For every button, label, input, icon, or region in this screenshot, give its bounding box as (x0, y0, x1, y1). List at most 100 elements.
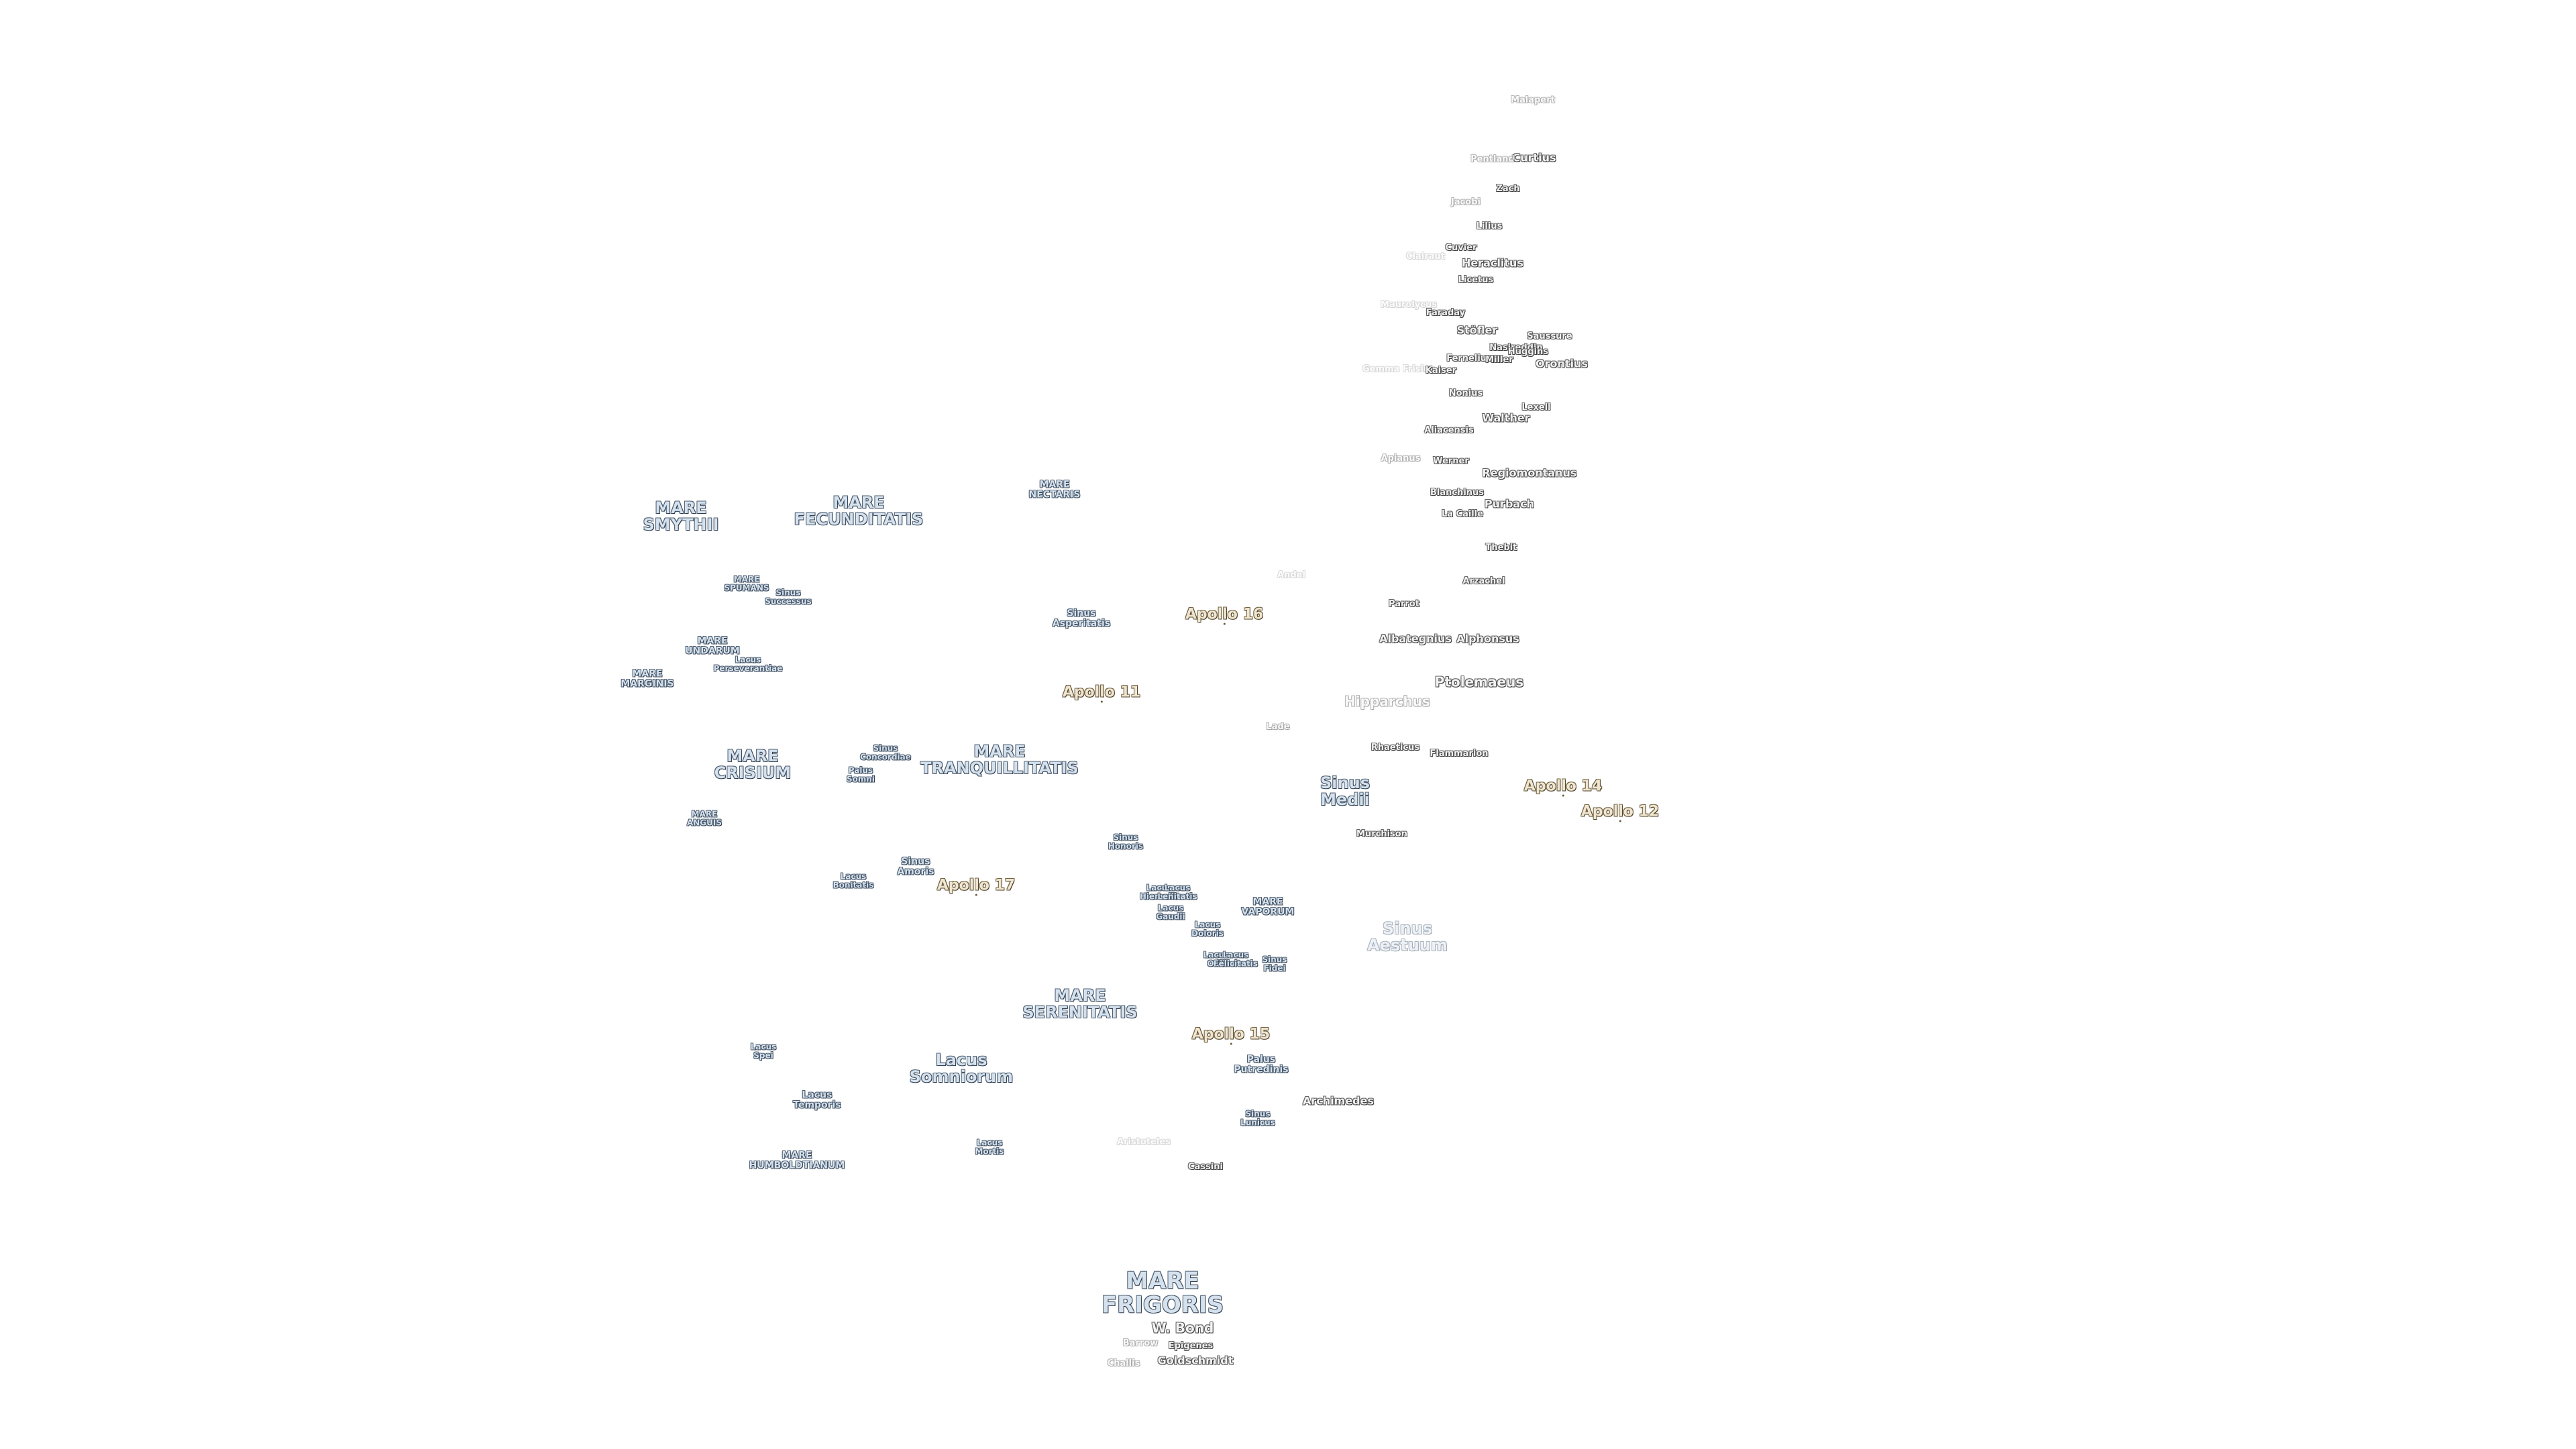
mare-label-line: UNDARUM (685, 645, 740, 656)
crater-label-malapert: Malapert (1511, 95, 1555, 106)
mare-label-line: MARE (655, 498, 707, 517)
mare-label-line: Somniorum (909, 1067, 1014, 1086)
mare-label-line: Sinus (1320, 773, 1370, 792)
mare-label-line: TRANQUILLITATIS (920, 759, 1079, 777)
mare-label-line: Aestuum (1367, 936, 1448, 955)
mare-label-line: Concordiae (860, 752, 911, 761)
landing-site-apollo-17[interactable]: Apollo 17 (937, 877, 1015, 896)
mare-label-line: Hiemalis (1139, 892, 1179, 901)
crater-label-blanchinus: Blanchinus (1430, 488, 1485, 498)
crater-label-jacobi: Jacobi (1450, 197, 1481, 208)
crater-label-pentland: Pentland (1470, 154, 1515, 165)
crater-label-rhaeticus: Rhaeticus (1371, 743, 1420, 753)
mare-label-line: Palus (1246, 1054, 1276, 1065)
mare-label-line: Lunicus (1240, 1118, 1275, 1127)
mare-label-line: Medii (1320, 790, 1370, 809)
landing-site-apollo-16[interactable]: Apollo 16 (1185, 606, 1263, 625)
mare-label-line: SERENITATIS (1022, 1003, 1138, 1022)
mare-label-line: Temporis (793, 1099, 841, 1110)
mare-label-line: Successus (765, 596, 812, 606)
landing-site-label: Apollo 16 (1185, 606, 1264, 623)
crater-label-archimedes: Archimedes (1303, 1094, 1374, 1108)
crater-label-werner: Werner (1433, 456, 1469, 467)
mare-label-line: Sinus (1383, 918, 1432, 938)
mare-label-line: MARE (697, 635, 728, 647)
crater-label-apianus: Apianus (1381, 453, 1421, 464)
mare-label-line: NECTARIS (1028, 489, 1081, 500)
mare-label-line: MARE (632, 668, 663, 680)
crater-label-lilius: Lilius (1476, 221, 1503, 232)
crater-label-la-caille: La Caille (1441, 509, 1484, 520)
crater-label-curtius: Curtius (1512, 151, 1556, 164)
mare-label-line: Lacus (735, 655, 761, 665)
crater-label-lexell: Lexell (1521, 402, 1551, 413)
landing-site-label: Apollo 11 (1062, 684, 1141, 701)
mare-label-line: MARE (733, 574, 760, 584)
crater-label-miller: Miller (1485, 355, 1513, 366)
landing-site-apollo-11[interactable]: Apollo 11 (1062, 684, 1141, 703)
mare-label-line: Sinus (901, 856, 930, 867)
crater-label-epigenes: Epigenes (1168, 1341, 1214, 1352)
mare-label-line: MARE (691, 809, 718, 819)
crater-label-maurolycus: Maurolycus (1381, 300, 1437, 311)
landing-site-marker-icon (1619, 820, 1621, 822)
crater-label-nasireddin: Nasireddin (1489, 343, 1543, 354)
crater-label-kaiser: Kaiser (1425, 366, 1457, 376)
crater-label-faraday: Faraday (1426, 308, 1466, 319)
crater-label-heraclitus: Heraclitus (1462, 256, 1523, 270)
crater-label-w-bond: W. Bond (1151, 1320, 1214, 1336)
crater-label-hipparchus: Hipparchus (1344, 693, 1430, 710)
mare-label-line: Sinus (1067, 608, 1096, 619)
crater-label-saussure: Saussure (1527, 331, 1572, 342)
mare-label-line: ANGUIS (686, 818, 722, 827)
landing-site-label: Apollo 17 (936, 877, 1016, 894)
crater-label-regiomontanus: Regiomontanus (1482, 466, 1577, 480)
mare-label-line: Odii (1207, 959, 1226, 968)
mare-label-line: MARE (1126, 1267, 1199, 1295)
mare-label-line: FRIGORIS (1101, 1291, 1224, 1318)
landing-site-apollo-14[interactable]: Apollo 14 (1524, 778, 1602, 797)
crater-label-fernelius: Fernelius (1446, 354, 1492, 364)
mare-label-line: MARE (782, 1150, 812, 1161)
mare-label-line: CRISIUM (714, 763, 792, 782)
crater-label-purbach: Purbach (1484, 497, 1535, 511)
crater-label-challis: Challis (1107, 1358, 1140, 1369)
crater-label-orontius: Orontius (1536, 357, 1588, 370)
mare-label-line: Lacus (802, 1089, 833, 1101)
crater-label-cassini: Cassini (1188, 1162, 1223, 1173)
landing-site-apollo-15[interactable]: Apollo 15 (1191, 1026, 1271, 1045)
landing-site-apollo-12[interactable]: Apollo 12 (1581, 804, 1659, 822)
crater-label-flammarion: Flammarion (1430, 749, 1489, 759)
mare-label-line: MARE (1039, 479, 1070, 490)
mare-label-line: Sinus (1245, 1109, 1271, 1119)
landing-site-label: Apollo 12 (1580, 803, 1660, 820)
mare-label-line: Sinus (1113, 833, 1138, 843)
landing-site-label: Apollo 15 (1191, 1026, 1271, 1043)
mare-label-line: Lacus (840, 871, 867, 881)
mare-label-line: Putredinis (1234, 1064, 1289, 1075)
mare-label-line: Lacus (1164, 883, 1191, 893)
mare-label-line: VAPORUM (1241, 906, 1295, 917)
crater-label-albategnius: Albategnius (1379, 632, 1452, 645)
mare-label-line: Lacus (1194, 920, 1221, 930)
mare-label-line: Somni (846, 774, 875, 784)
mare-label-line: Lacus (750, 1042, 777, 1052)
